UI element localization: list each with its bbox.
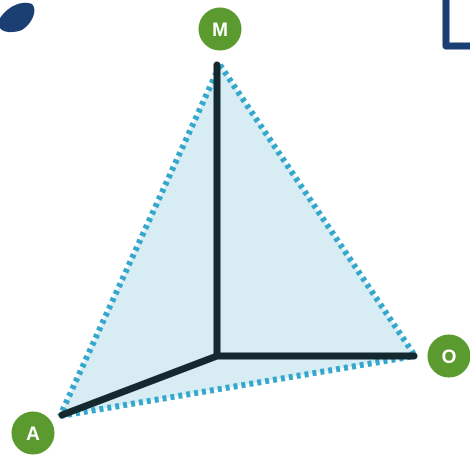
vertex-o-circle — [424, 331, 470, 381]
vertex-o-badge: O — [424, 331, 470, 381]
vertex-a-label: A — [26, 424, 40, 445]
vertex-m-badge: M — [195, 4, 245, 54]
vertex-o-label: O — [442, 347, 457, 368]
corner-mark-top-left — [0, 2, 35, 33]
corner-mark-top-right — [442, 0, 470, 50]
vertex-m-label: M — [212, 20, 228, 41]
vertex-a-circle — [8, 408, 58, 456]
vertex-m-circle — [195, 4, 245, 54]
edge-m-o — [217, 63, 418, 358]
edge-corner-a — [58, 352, 221, 419]
pyramid-face — [60, 65, 415, 416]
vertex-a-badge: A — [8, 408, 58, 456]
edge-m-a — [57, 63, 223, 418]
